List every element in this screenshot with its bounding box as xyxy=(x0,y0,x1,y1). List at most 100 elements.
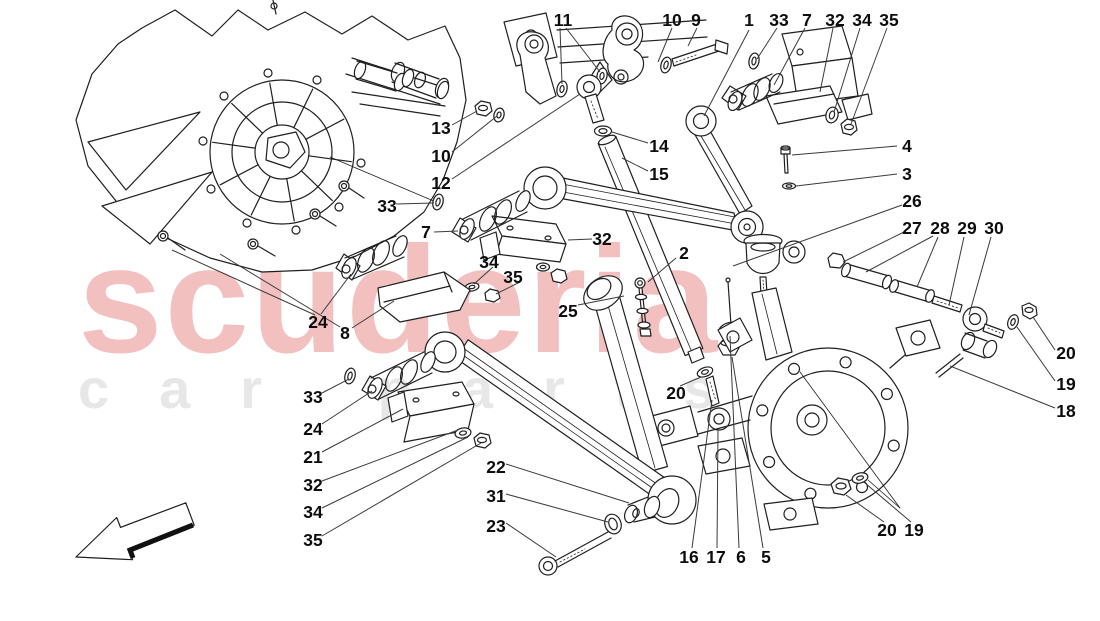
leader-14 xyxy=(612,132,648,143)
leader-21 xyxy=(322,409,403,452)
leader-2 xyxy=(648,258,676,282)
leader-3 xyxy=(796,174,897,186)
leader-8 xyxy=(352,301,394,328)
leader-26 xyxy=(733,205,902,266)
callout-24-upper: 24 xyxy=(308,312,328,332)
callout-15: 15 xyxy=(649,164,669,184)
nut-washer-group xyxy=(475,101,506,123)
callout-20-bottom: 20 xyxy=(877,520,897,540)
chassis-bracket xyxy=(504,13,707,104)
leader-34-lower xyxy=(322,437,468,508)
callout-21: 21 xyxy=(303,447,323,467)
callout-32-mid: 32 xyxy=(592,229,612,249)
leader-18 xyxy=(950,366,1055,408)
callout-20-right: 20 xyxy=(1056,343,1076,363)
callout-34-mid: 34 xyxy=(479,252,499,272)
leader-8 xyxy=(220,254,340,327)
callout-31: 31 xyxy=(486,486,506,506)
hub-fasteners xyxy=(831,471,869,495)
callout-27: 27 xyxy=(902,218,921,238)
leader-35-mid xyxy=(496,282,520,294)
leader-19-bottom xyxy=(865,483,911,522)
left-bushing-mount xyxy=(336,233,470,322)
leader-34-top xyxy=(834,28,860,112)
callout-26: 26 xyxy=(902,191,922,211)
leader-6 xyxy=(730,336,739,548)
leader-32-top xyxy=(820,28,833,92)
callout-22: 22 xyxy=(486,457,506,477)
callout-18: 18 xyxy=(1056,401,1076,421)
leader-33-lower xyxy=(322,379,349,393)
toe-link-assembly xyxy=(783,241,1037,377)
gearbox-housing xyxy=(76,0,466,272)
leader-24-upper xyxy=(321,274,351,314)
leader-28 xyxy=(866,236,933,272)
leader-23 xyxy=(506,523,556,557)
callout-11: 11 xyxy=(554,10,573,30)
leader-17 xyxy=(717,429,718,548)
leader-32-mid xyxy=(568,239,592,240)
callout-14: 14 xyxy=(649,136,669,156)
leader-28 xyxy=(917,237,938,287)
leader-9 xyxy=(688,28,697,46)
leader-35-lower xyxy=(322,443,481,536)
leader-35-top xyxy=(851,28,887,124)
leader-10-mid xyxy=(452,116,497,152)
callout-28: 28 xyxy=(930,218,950,238)
callout-33-mid: 33 xyxy=(377,196,397,216)
direction-arrow-icon xyxy=(76,503,194,560)
callout-29: 29 xyxy=(957,218,977,238)
callout-3: 3 xyxy=(902,164,912,184)
lower-wishbone xyxy=(425,269,696,575)
leader-5 xyxy=(732,357,763,548)
callout-12: 12 xyxy=(431,173,451,193)
leader-7-mid xyxy=(434,231,458,232)
leader-lines xyxy=(172,28,1055,557)
upper-bushing-mount xyxy=(722,26,872,135)
callout-10-top: 10 xyxy=(662,10,682,30)
callout-20-mid: 20 xyxy=(666,383,686,403)
wheel-hub-upright xyxy=(644,288,940,530)
callout-33-top: 33 xyxy=(769,10,789,30)
diagram-line-art xyxy=(76,0,1037,575)
callout-6: 6 xyxy=(736,547,746,567)
callout-4: 4 xyxy=(902,136,912,156)
callout-34-top: 34 xyxy=(852,10,872,30)
leader-16 xyxy=(692,400,712,548)
callout-7-top: 7 xyxy=(802,10,812,30)
callout-35-top: 35 xyxy=(879,10,899,30)
callout-5: 5 xyxy=(761,547,771,567)
leader-24-upper xyxy=(172,250,315,315)
callout-13: 13 xyxy=(431,118,451,138)
leader-31 xyxy=(506,494,608,522)
callout-10-mid: 10 xyxy=(431,146,451,166)
leader-12 xyxy=(452,94,580,179)
leader-7-top xyxy=(774,28,805,85)
callout-24-lower: 24 xyxy=(303,419,323,439)
callout-16: 16 xyxy=(679,547,699,567)
callout-2: 2 xyxy=(679,243,689,263)
callout-23: 23 xyxy=(486,516,506,536)
leader-20-bottom xyxy=(846,495,884,522)
leader-13 xyxy=(452,111,477,125)
leader-11 xyxy=(566,28,600,72)
callout-7-mid: 7 xyxy=(421,222,431,242)
callout-8: 8 xyxy=(340,323,350,343)
leader-19-right xyxy=(1017,327,1055,381)
callout-19-bottom: 19 xyxy=(904,520,924,540)
leader-24-lower xyxy=(322,391,372,424)
pivot-bolt xyxy=(555,40,728,98)
leader-32-lower xyxy=(322,430,458,481)
middle-bushing-mount xyxy=(431,188,567,302)
callout-34-lower: 34 xyxy=(303,502,323,522)
upper-wishbone xyxy=(524,106,796,334)
leader-11 xyxy=(560,28,562,84)
leader-27 xyxy=(843,232,904,262)
leader-20-mid xyxy=(680,377,701,386)
leader-33-top xyxy=(757,28,777,59)
callout-17: 17 xyxy=(706,547,725,567)
leader-29 xyxy=(949,237,964,305)
